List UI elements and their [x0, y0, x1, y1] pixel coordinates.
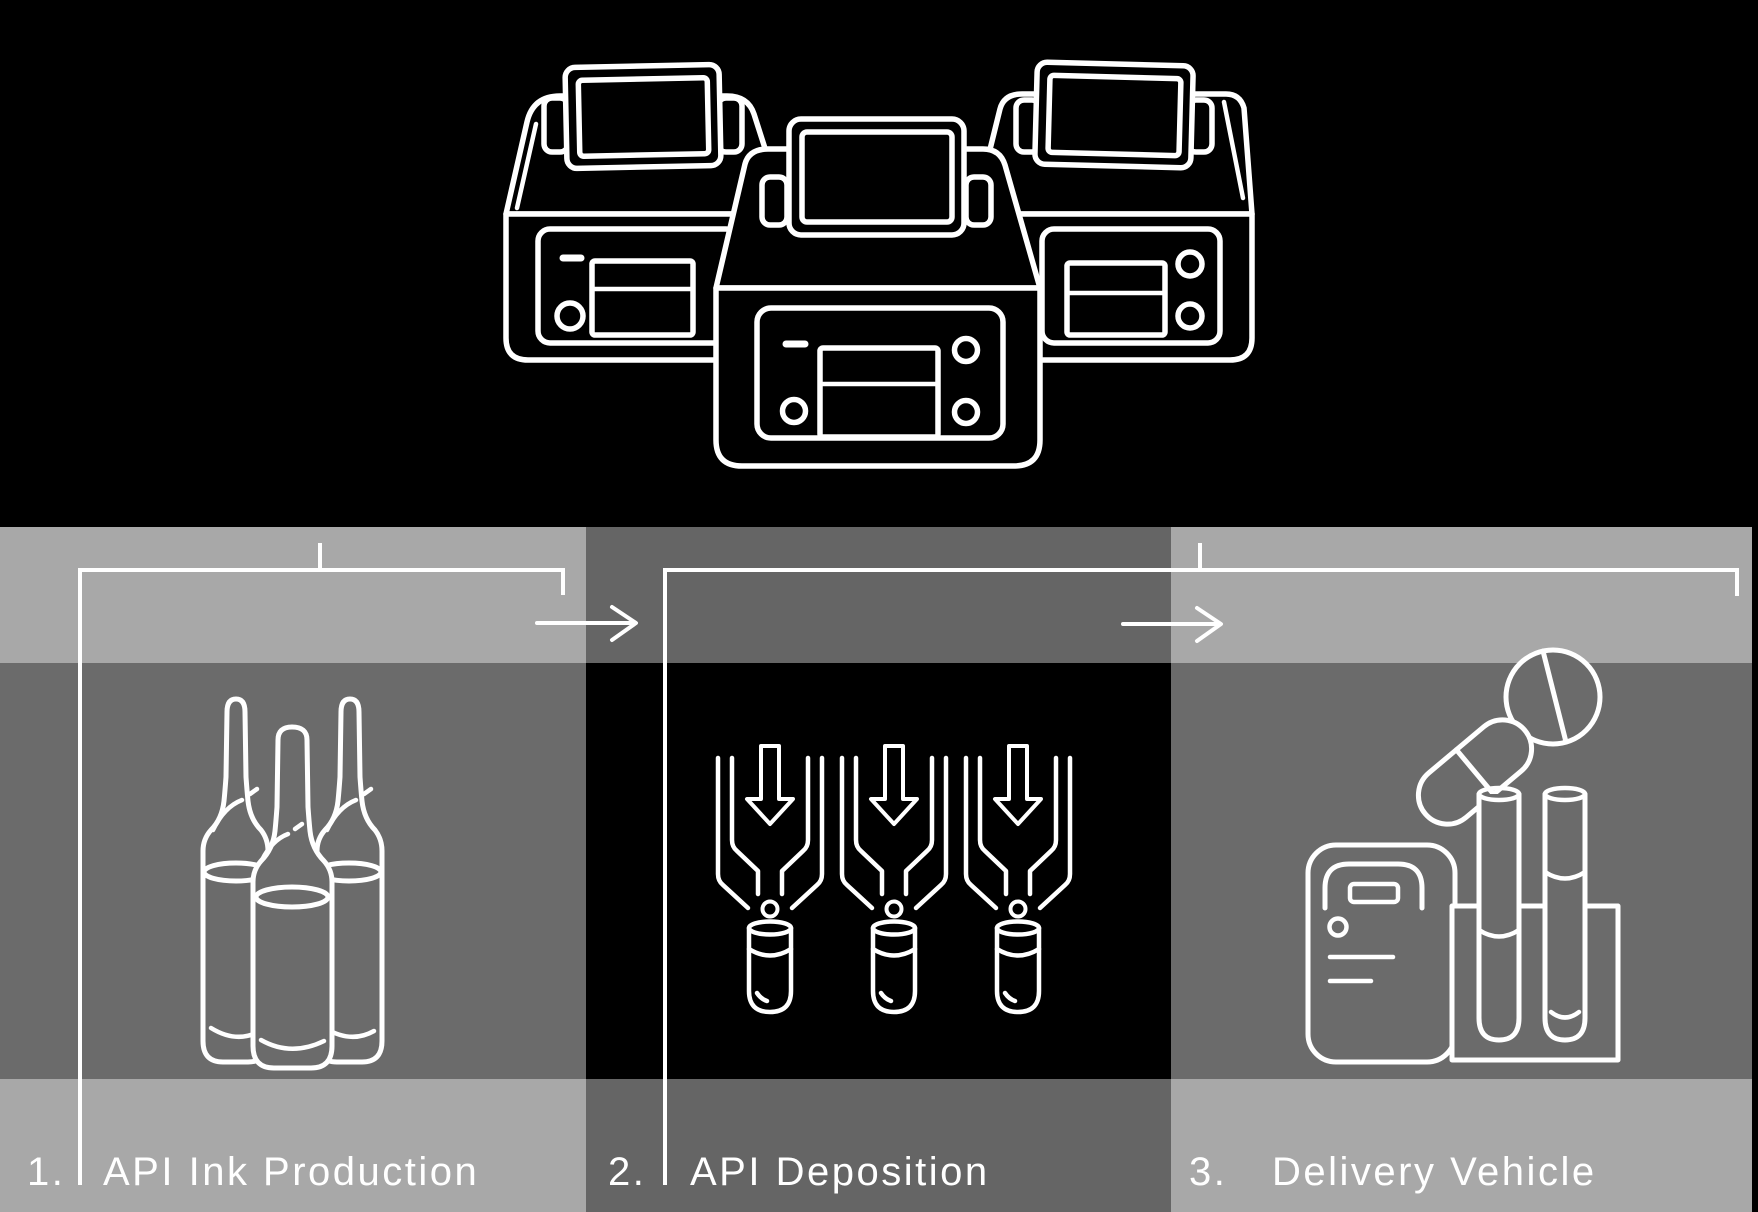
test-tubes-icon — [1476, 785, 1588, 1043]
ampoules-icon — [200, 696, 385, 1071]
3d-printers-icon — [503, 59, 1255, 469]
step2-number: 2. — [608, 1150, 647, 1194]
step2-label: API Deposition — [690, 1150, 990, 1194]
capsule-pill-icon — [1415, 717, 1535, 827]
dispensing-nozzles-icon — [718, 746, 1070, 1012]
step2-label-band — [586, 1079, 1171, 1212]
arrow-step2-to-step3-icon — [1121, 606, 1223, 643]
step3-number: 3. — [1189, 1150, 1228, 1194]
pills-pouch-test-tubes-icon — [1305, 647, 1621, 1065]
tablet-pill-icon — [1503, 647, 1603, 747]
delivery-pouch-icon — [1305, 842, 1458, 1065]
step3-label: Delivery Vehicle — [1272, 1150, 1597, 1194]
flow-arrows — [535, 605, 1223, 643]
printer-center-icon — [713, 116, 1043, 469]
step1-label: API Ink Production — [103, 1150, 480, 1194]
step2-top-band — [586, 527, 1171, 663]
step1-label-band — [0, 1079, 586, 1212]
step1-top-band — [0, 527, 586, 663]
step3-label-band — [1171, 1079, 1752, 1212]
flow-frame-lines — [78, 543, 1739, 1185]
step1-number: 1. — [27, 1150, 66, 1194]
step3-top-band — [1171, 527, 1752, 663]
arrow-step1-to-step2-icon — [535, 605, 638, 642]
